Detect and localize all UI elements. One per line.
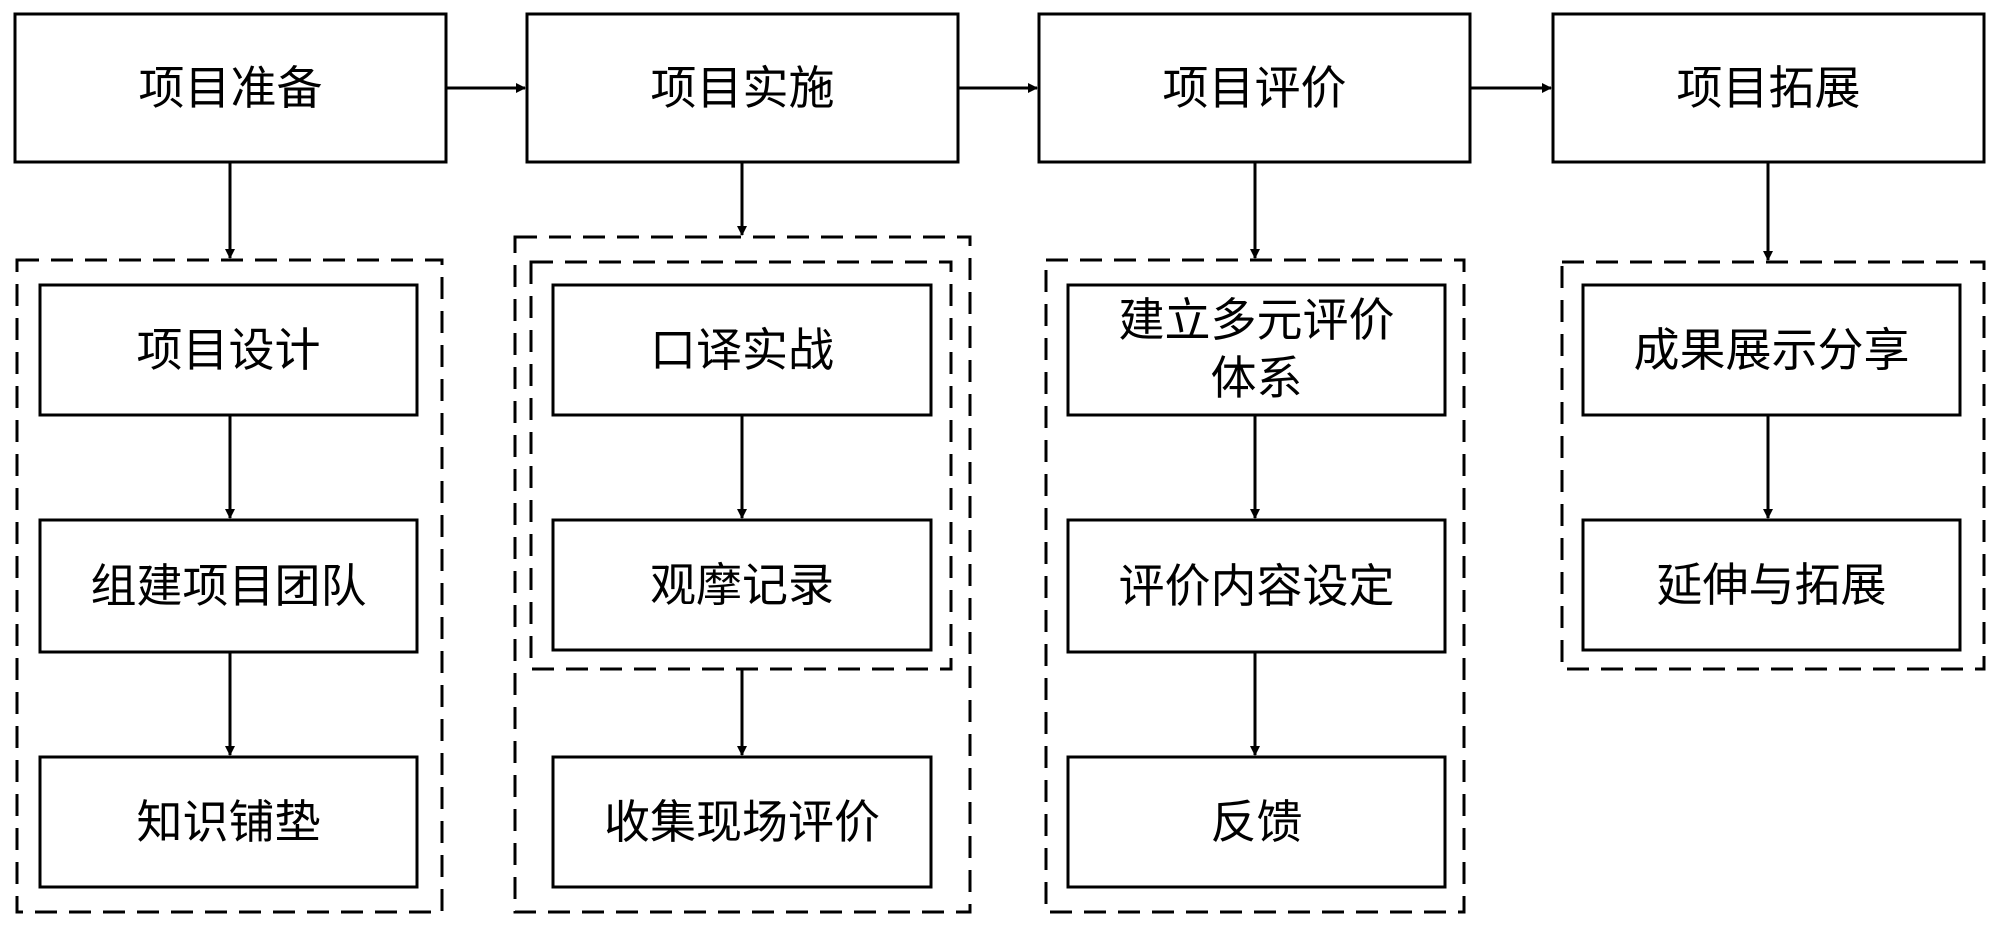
stage-implement-box: 项目实施 — [525, 12, 960, 164]
step-design-box: 项目设计 — [38, 283, 419, 417]
step-content-label: 评价内容设定 — [1119, 559, 1395, 613]
step-extend-box: 延伸与拓展 — [1581, 518, 1962, 652]
step-observe-label: 观摩记录 — [650, 558, 834, 612]
stage-prepare-label: 项目准备 — [139, 61, 323, 115]
stage-implement-label: 项目实施 — [651, 61, 835, 115]
step-interpret-label: 口译实战 — [650, 323, 834, 377]
step-system-box: 建立多元评价 体系 — [1066, 283, 1447, 417]
step-share-box: 成果展示分享 — [1581, 283, 1962, 417]
group-expand — [1560, 260, 1986, 671]
group-prepare — [15, 258, 444, 914]
step-design-label: 项目设计 — [137, 323, 321, 377]
step-feedback-label: 反馈 — [1211, 795, 1303, 849]
stage-evaluate-box: 项目评价 — [1037, 12, 1472, 164]
stage-expand-box: 项目拓展 — [1551, 12, 1986, 164]
step-knowledge-box: 知识铺垫 — [38, 755, 419, 889]
step-collect-box: 收集现场评价 — [551, 755, 933, 889]
stage-prepare-box: 项目准备 — [13, 12, 448, 164]
step-feedback-box: 反馈 — [1066, 755, 1447, 889]
step-collect-label: 收集现场评价 — [604, 795, 880, 849]
step-system-label-line2: 体系 — [1211, 351, 1303, 405]
step-team-box: 组建项目团队 — [38, 518, 419, 654]
step-observe-box: 观摩记录 — [551, 518, 933, 652]
group-evaluate — [1044, 258, 1466, 914]
step-interpret-box: 口译实战 — [551, 283, 933, 417]
step-extend-label: 延伸与拓展 — [1657, 558, 1887, 612]
step-content-box: 评价内容设定 — [1066, 518, 1447, 654]
step-system-label-line1: 建立多元评价 — [1119, 293, 1395, 347]
stage-expand-label: 项目拓展 — [1677, 61, 1861, 115]
stage-evaluate-label: 项目评价 — [1163, 61, 1347, 115]
step-team-label: 组建项目团队 — [91, 559, 367, 613]
group-implement-outer — [513, 235, 972, 914]
step-share-label: 成果展示分享 — [1634, 323, 1910, 377]
step-knowledge-label: 知识铺垫 — [137, 795, 321, 849]
